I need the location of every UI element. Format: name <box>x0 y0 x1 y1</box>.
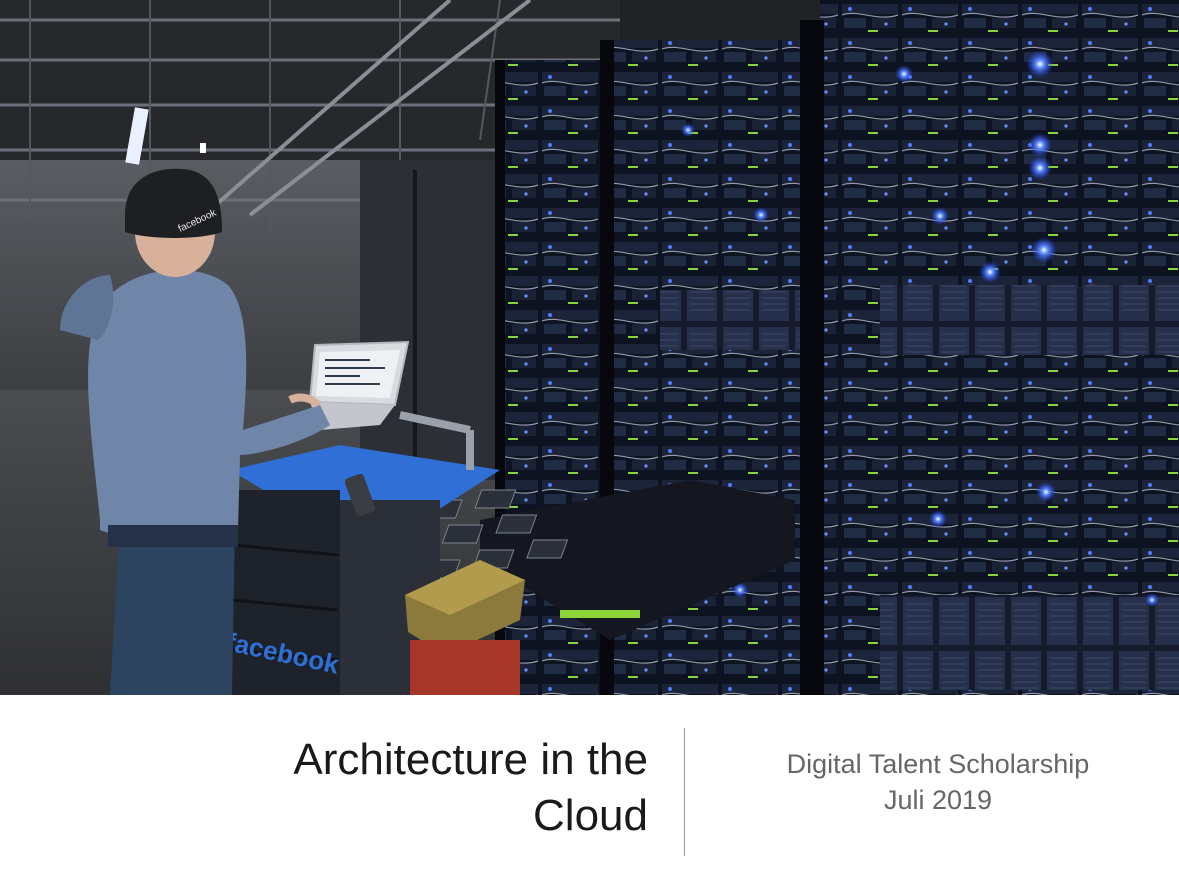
subtitle-program: Digital Talent Scholarship <box>786 749 1090 779</box>
subtitle-date: Juli 2019 <box>883 785 993 815</box>
slide-title: Architecture in the Cloud <box>293 735 648 840</box>
slide-subtitle: Digital Talent Scholarship Juli 2019 <box>740 746 1136 818</box>
title-divider <box>684 728 685 856</box>
hero-photo: facebook <box>0 0 1179 695</box>
